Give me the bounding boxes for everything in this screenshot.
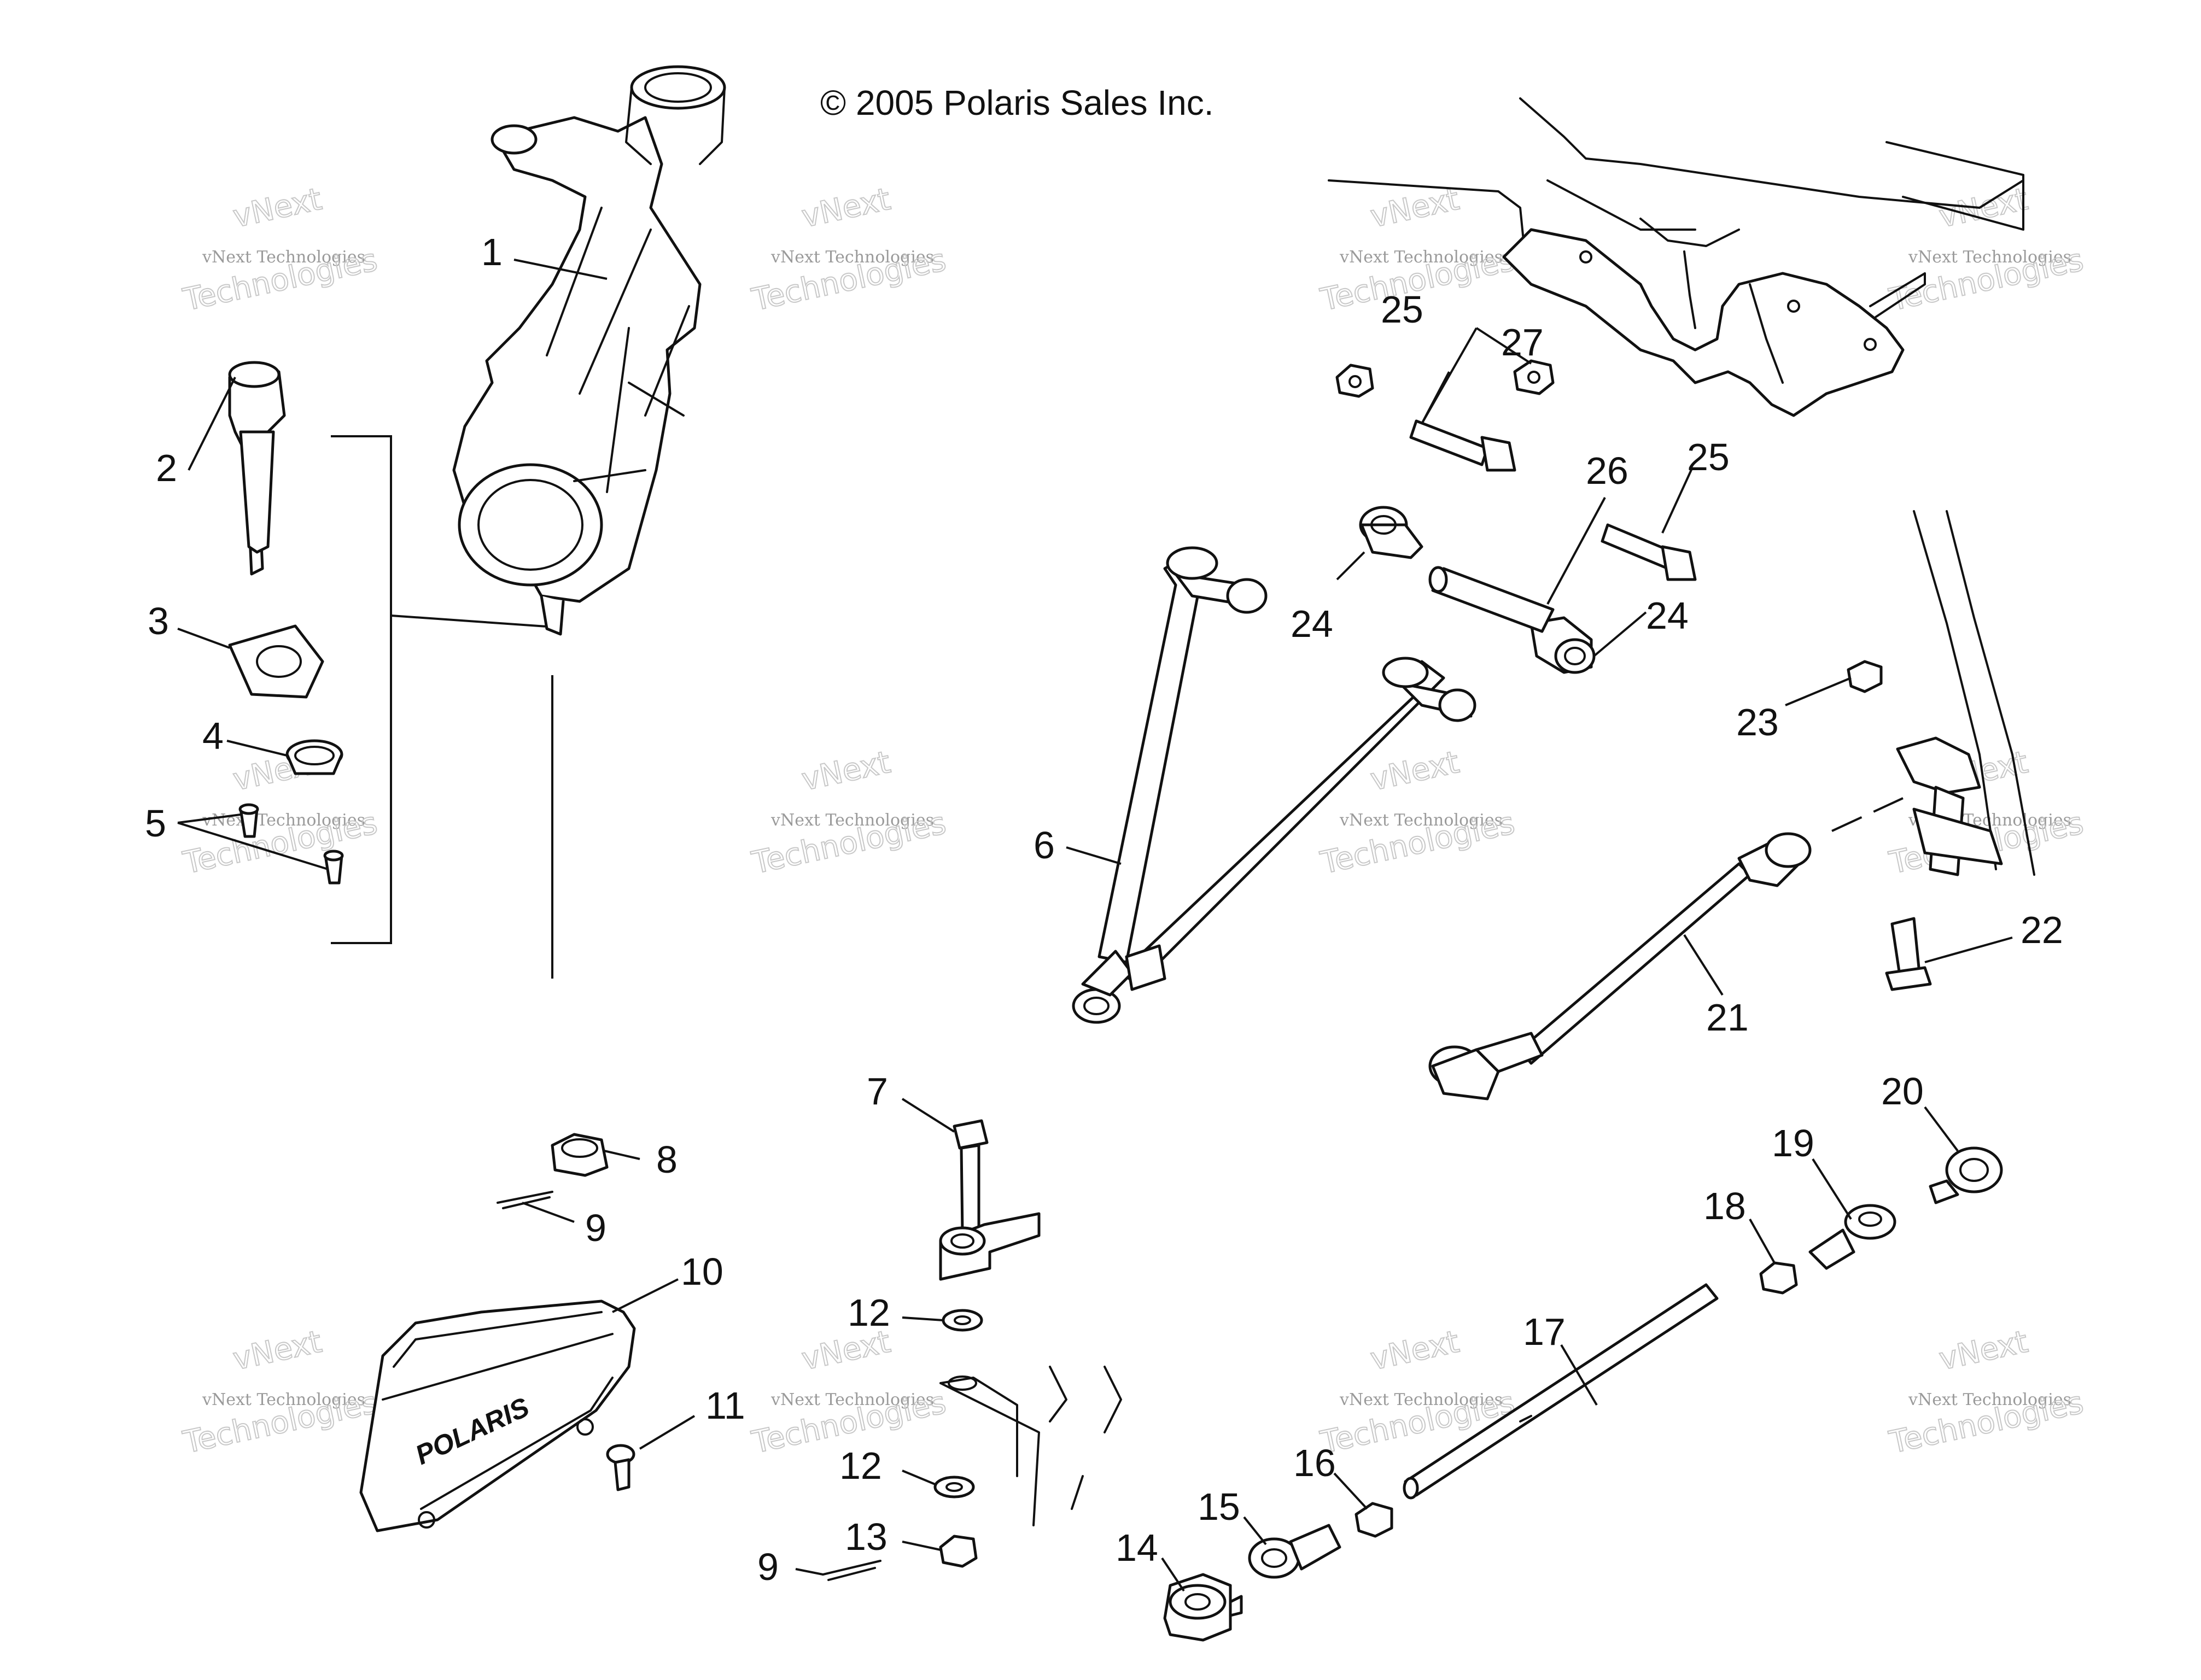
watermark-text: vNext Technologies [770, 248, 934, 267]
rod-end-part [1163, 1573, 1243, 1642]
washer-part [933, 1476, 975, 1498]
dust-seal-part [285, 739, 343, 775]
watermark-text: vNext Technologies [1339, 248, 1503, 267]
callout-12: 12 [848, 1291, 890, 1334]
watermark-vnext: vNext [230, 1324, 325, 1378]
watermark-vnext: vNext [1368, 182, 1463, 235]
callout-7: 7 [867, 1070, 888, 1113]
cotter-pin-part [497, 1191, 553, 1209]
nut-part [1847, 660, 1883, 693]
watermark-text: vNext Technologies [1908, 248, 2071, 267]
watermark: vNext vNext Technologies Technologies [748, 181, 949, 319]
lower-bracket-part [939, 1366, 1122, 1526]
callout-5: 5 [145, 802, 166, 845]
screw-part [606, 1444, 635, 1491]
bolt-part [1885, 917, 1932, 991]
watermark: vNext vNext Technologies Technologies [1885, 1324, 2087, 1461]
callout-11: 11 [705, 1384, 745, 1427]
a-arm-part [1072, 546, 1476, 1024]
callout-13: 13 [845, 1515, 888, 1558]
bushing-part [1529, 616, 1596, 674]
callout-14: 14 [1116, 1526, 1158, 1569]
watermark-vnext: vNext [230, 182, 325, 235]
nut-part [1759, 1261, 1798, 1295]
assembly-line [1831, 797, 1904, 832]
nut-part [1355, 1502, 1393, 1538]
frame-part [1328, 97, 2024, 417]
callout-12-lower: 12 [839, 1444, 882, 1487]
callout-24: 24 [1291, 602, 1333, 645]
callout-23: 23 [1736, 701, 1779, 744]
spindle-knuckle-part [452, 65, 726, 636]
group-bracket [331, 435, 553, 979]
rod-end-part [939, 1212, 1041, 1281]
steering-post-part [1896, 510, 2035, 876]
watermark-text: vNext Technologies [202, 811, 365, 830]
nut-part [939, 1535, 978, 1568]
callout-18: 18 [1703, 1185, 1746, 1227]
rod-end-part [1248, 1524, 1341, 1579]
callout-27: 27 [1501, 321, 1544, 364]
bushing-part [1359, 506, 1423, 559]
tie-rod-part [1403, 1283, 1719, 1500]
watermark-text: vNext Technologies [202, 248, 365, 267]
watermark-vnext: vNext [1368, 745, 1463, 798]
cotter-pin-part [822, 1560, 881, 1581]
callout-9: 9 [585, 1207, 606, 1249]
castle-nut-part [551, 1133, 609, 1177]
callout-26: 26 [1586, 449, 1628, 492]
watermark-vnext: vNext [799, 745, 894, 798]
watermark-text: vNext Technologies [770, 1390, 934, 1409]
washer-part [942, 1309, 983, 1332]
watermark-text: vNext Technologies [1339, 1390, 1503, 1409]
sleeve-part [1428, 566, 1555, 633]
rod-end-part [1929, 1146, 2003, 1204]
watermark: vNext vNext Technologies Technologies [748, 744, 949, 882]
bolt-part [1601, 523, 1697, 581]
watermark: vNext vNext Technologies Technologies [748, 1324, 949, 1461]
callout-6: 6 [1034, 824, 1055, 867]
callout-25: 25 [1381, 288, 1423, 331]
callout-24-right: 24 [1646, 594, 1689, 637]
nut-part [1335, 364, 1374, 398]
watermark-text: vNext Technologies [1908, 1390, 2071, 1409]
watermark: vNext vNext Technologies Technologies [179, 181, 381, 319]
callout-4: 4 [202, 715, 224, 757]
callout-19: 19 [1772, 1122, 1814, 1164]
callout-3: 3 [148, 600, 169, 642]
callout-8: 8 [656, 1138, 678, 1181]
watermark: vNext vNext Technologies Technologies [179, 744, 381, 882]
bolt-part [953, 1119, 989, 1234]
watermark: vNext vNext Technologies Technologies [179, 1324, 381, 1461]
watermark-vnext: vNext [1936, 1324, 2031, 1378]
rod-end-part [1808, 1204, 1896, 1270]
watermark-vnext: vNext [799, 182, 894, 235]
callout-10: 10 [681, 1250, 723, 1293]
callout-15: 15 [1198, 1485, 1240, 1528]
bolt-part [1409, 419, 1516, 472]
watermark-vnext: vNext [1368, 1324, 1463, 1378]
retainer-plate-part [228, 624, 324, 699]
callout-17: 17 [1523, 1310, 1566, 1353]
watermark-text: vNext Technologies [202, 1390, 365, 1409]
callout-2: 2 [156, 447, 177, 489]
watermark-text: vNext Technologies [770, 811, 934, 830]
nut-part [1513, 359, 1555, 395]
tie-rod-part [1428, 832, 1812, 1101]
pin-part [238, 803, 344, 885]
callout-20: 20 [1881, 1070, 1924, 1113]
skid-guard-part: POLARIS [359, 1299, 636, 1532]
callout-22: 22 [2021, 909, 2063, 951]
watermark-text: vNext Technologies [1339, 811, 1503, 830]
callout-16: 16 [1293, 1442, 1336, 1484]
callout-25-right: 25 [1687, 436, 1730, 478]
callout-labels: 1 2 3 4 5 6 7 8 9 10 11 12 12 13 9 14 15… [145, 231, 2063, 1588]
ball-joint-part [228, 361, 286, 576]
leader-lines [177, 259, 2013, 1592]
callout-9-lower: 9 [757, 1546, 779, 1588]
callout-21: 21 [1706, 996, 1749, 1039]
copyright-text: © 2005 Polaris Sales Inc. [820, 83, 1214, 122]
callout-1: 1 [481, 231, 503, 273]
